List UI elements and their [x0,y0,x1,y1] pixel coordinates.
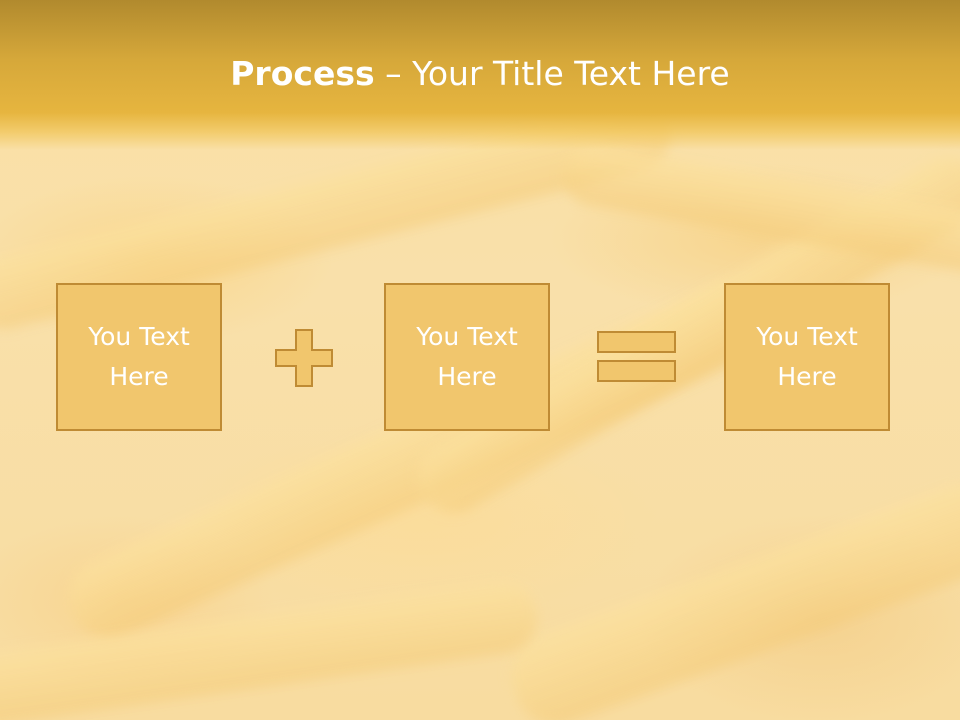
background-fry [558,140,960,280]
title-rest: – Your Title Text Here [374,54,730,93]
process-box-3[interactable]: You Text Here [724,283,890,431]
process-box-text: You Text Here [88,322,190,391]
title-band [0,0,960,150]
slide-title: Process – Your Title Text Here [0,54,960,94]
background-fry [500,473,960,720]
process-box-2[interactable]: You Text Here [384,283,550,431]
equals-icon [597,331,676,382]
plus-icon [275,329,333,387]
process-box-text: You Text Here [756,322,858,391]
title-bold: Process [230,54,375,93]
process-box-1[interactable]: You Text Here [56,283,222,431]
process-box-text: You Text Here [416,322,518,391]
